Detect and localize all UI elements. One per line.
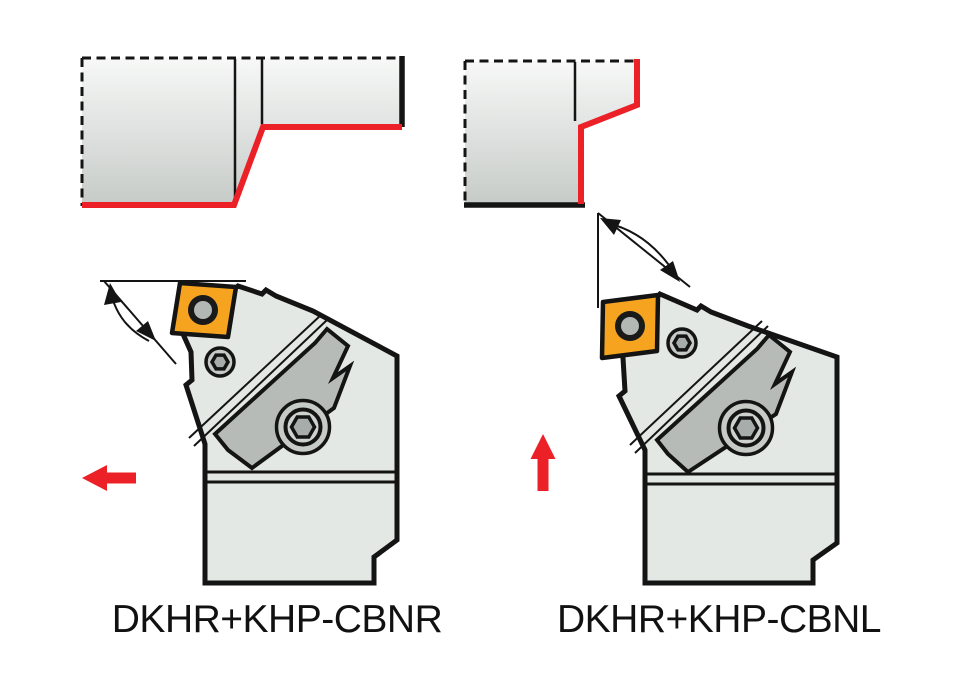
cutting-path-left <box>82 124 402 208</box>
arc-arrowhead-left-icon <box>600 218 621 235</box>
tool-holder-left: DKHR+KHP-CBNR <box>82 280 443 641</box>
clamp-seam-line <box>188 314 322 439</box>
workpiece-stock-left <box>82 58 402 205</box>
arc-arrowhead-down-icon <box>660 261 680 282</box>
workpiece-profile-right <box>463 59 640 208</box>
arc-arrowhead-up-icon <box>104 283 121 305</box>
lead-angle-annotation-right <box>600 218 680 282</box>
cutting-path-right <box>578 59 640 204</box>
clamp-wedge-right <box>654 332 797 475</box>
cutting-insert-right <box>599 292 661 361</box>
hex-socket-icon <box>289 415 317 439</box>
clamp-screw-right <box>717 399 775 457</box>
workpiece-stock-right <box>465 61 637 205</box>
insert-screw-right <box>666 327 698 359</box>
feed-direction-up-arrow-icon <box>530 434 556 491</box>
hex-socket-icon <box>671 334 693 352</box>
hex-socket-icon <box>209 353 231 371</box>
arc-arrowhead-down-icon <box>136 321 156 341</box>
insert-hole <box>194 301 212 319</box>
clamp-seam-line <box>193 319 328 447</box>
cutting-insert-left <box>169 280 239 340</box>
feed-direction-left-arrow-icon <box>82 465 136 491</box>
insert-hole <box>621 317 639 335</box>
tool-designation-right: DKHR+KHP-CBNL <box>557 598 881 641</box>
lead-angle-annotation-left <box>104 283 156 342</box>
clamp-screw-left <box>274 398 332 456</box>
workpiece-profile-left <box>80 56 405 208</box>
clamp-seam-line <box>634 325 769 454</box>
insert-screw-left <box>204 346 236 378</box>
tool-designation-left: DKHR+KHP-CBNR <box>112 598 442 641</box>
hex-socket-icon <box>732 416 760 440</box>
clamp-wedge-left <box>212 326 355 471</box>
tool-holder-right: DKHR+KHP-CBNL <box>530 212 882 641</box>
clamp-seam-line <box>629 320 763 446</box>
